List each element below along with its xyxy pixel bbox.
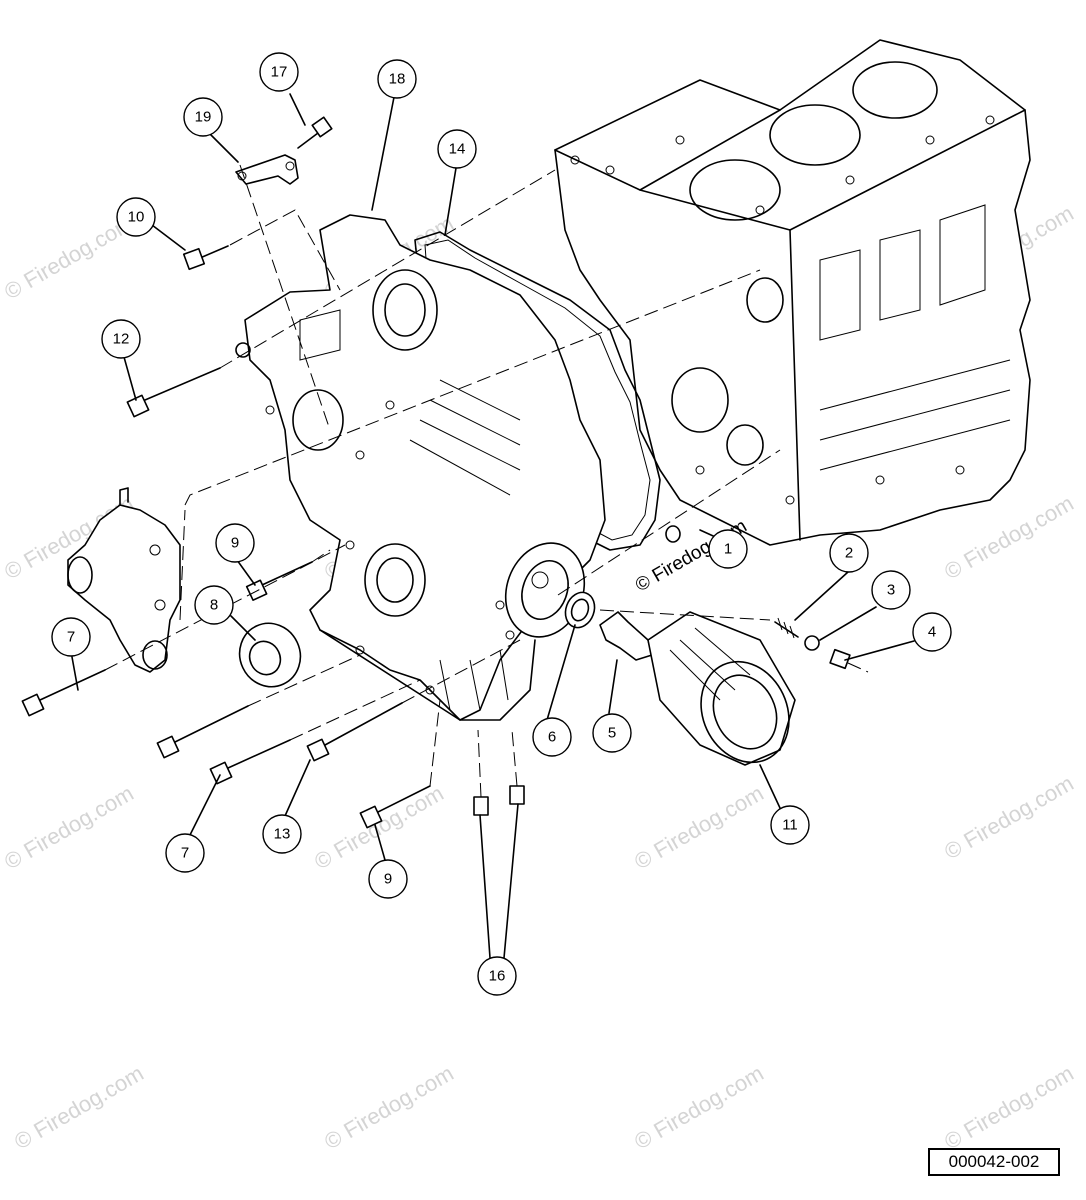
svg-text:19: 19	[195, 109, 212, 126]
watermark: © Firedog.com	[0, 780, 138, 874]
watermark: © Firedog.com	[940, 770, 1078, 864]
svg-text:13: 13	[274, 826, 291, 843]
callout-12[interactable]: 12	[101, 319, 141, 359]
callouts: 17 18 19 14 10 12 9 1 2 3 8 4 7 6 5 11 7…	[51, 52, 952, 996]
svg-text:17: 17	[271, 64, 288, 81]
svg-text:6: 6	[548, 729, 556, 746]
watermark: © Firedog.com	[320, 1060, 458, 1154]
bolts	[21, 245, 525, 829]
watermark: © Firedog.com	[310, 780, 448, 874]
callout-14[interactable]: 14	[437, 129, 477, 169]
callout-9-upper[interactable]: 9	[215, 523, 255, 563]
assembly-lines	[104, 164, 869, 798]
svg-text:2: 2	[845, 545, 853, 562]
callout-16[interactable]: 16	[477, 956, 517, 996]
callout-7-lower[interactable]: 7	[165, 833, 205, 873]
svg-text:3: 3	[887, 582, 895, 599]
callout-2[interactable]: 2	[829, 533, 869, 573]
reference-number-box: 000042-002	[928, 1148, 1060, 1176]
watermark: © Firedog.com	[630, 1060, 768, 1154]
callout-6[interactable]: 6	[532, 717, 572, 757]
filter-nipple-5	[599, 611, 653, 661]
watermark: © Firedog.com	[940, 1060, 1078, 1154]
bracket-19	[235, 154, 299, 185]
svg-text:9: 9	[384, 871, 392, 888]
svg-text:4: 4	[928, 624, 936, 641]
svg-text:11: 11	[782, 817, 798, 834]
svg-text:16: 16	[489, 968, 506, 985]
callout-1[interactable]: 1	[708, 529, 748, 569]
relief-valve-parts	[665, 525, 851, 670]
callout-17[interactable]: 17	[259, 52, 299, 92]
callout-3[interactable]: 3	[871, 570, 911, 610]
callout-13[interactable]: 13	[262, 814, 302, 854]
svg-text:7: 7	[67, 629, 75, 646]
svg-text:5: 5	[608, 725, 616, 742]
oil-filter-11	[647, 611, 796, 766]
svg-text:8: 8	[210, 597, 218, 614]
callout-11[interactable]: 11	[770, 805, 810, 845]
callout-7-left[interactable]: 7	[51, 617, 91, 657]
svg-text:10: 10	[128, 209, 145, 226]
bolt-17	[297, 116, 333, 149]
water-pump	[67, 487, 181, 673]
engine-block	[554, 39, 1031, 546]
callout-10[interactable]: 10	[116, 197, 156, 237]
svg-text:1: 1	[724, 541, 732, 558]
callout-19[interactable]: 19	[183, 97, 223, 137]
callout-5[interactable]: 5	[592, 713, 632, 753]
callout-8[interactable]: 8	[194, 585, 234, 625]
watermark: © Firedog.com	[630, 780, 768, 874]
callout-4[interactable]: 4	[912, 612, 952, 652]
svg-text:18: 18	[389, 71, 406, 88]
svg-text:12: 12	[113, 331, 130, 348]
svg-text:7: 7	[181, 845, 189, 862]
svg-text:9: 9	[231, 535, 239, 552]
watermark: © Firedog.com	[0, 210, 138, 304]
callout-18[interactable]: 18	[377, 59, 417, 99]
svg-text:14: 14	[449, 141, 466, 158]
watermark: © Firedog.com	[10, 1060, 148, 1154]
leader-lines	[71, 91, 915, 959]
callout-9-lower[interactable]: 9	[368, 859, 408, 899]
